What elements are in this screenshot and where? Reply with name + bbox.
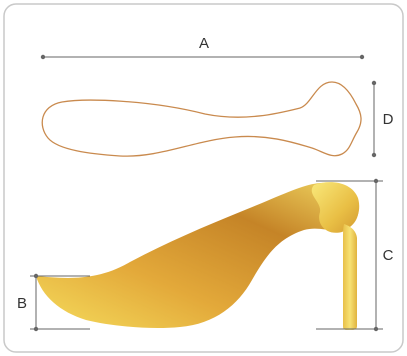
side-view-product — [36, 182, 360, 330]
dimension-d-label: D — [383, 111, 394, 128]
product-body — [36, 182, 359, 329]
dimension-c-label: C — [383, 247, 394, 264]
product-head — [311, 182, 360, 233]
dimension-b: B — [17, 273, 90, 332]
top-view-outline — [41, 81, 362, 157]
dimension-d: D — [371, 80, 394, 158]
dimension-b-label: B — [17, 295, 27, 312]
dimension-c: C — [316, 178, 394, 332]
dimension-a: A — [40, 35, 365, 60]
dimension-a-label: A — [199, 35, 209, 52]
frame — [3, 3, 404, 353]
product-stem — [343, 224, 357, 330]
